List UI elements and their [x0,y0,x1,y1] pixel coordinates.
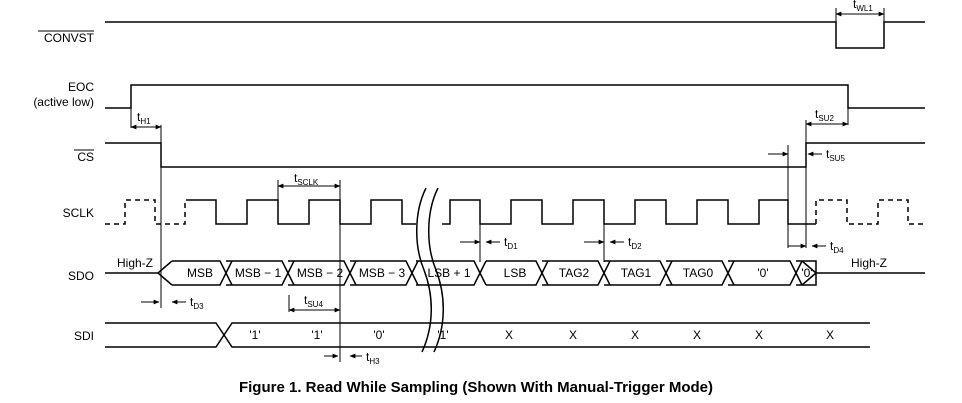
sclk-timing-label: tSCLK [294,171,319,187]
sdo-bus-first-opening [157,260,173,286]
sdo-cell-outline [350,260,419,286]
sdo-cell-outline [486,260,549,286]
sdi-cell-label: X [693,328,701,342]
sdo-hiz-left-label: High-Z [117,256,153,270]
sdo-cell-outline [172,260,233,286]
sdi-cell-label: X [569,328,577,342]
sdo-cell-label: TAG1 [621,266,652,280]
eoc-waveform [105,84,925,109]
sdi-bus-rail-b [105,322,870,348]
sdo-cell-label: TAG2 [559,266,590,280]
sdi-cell-label: X [631,328,639,342]
sclk-solid-right [442,199,816,225]
sclk-label: SCLK [63,206,94,220]
sdo-bus-last-closing [801,260,817,286]
sdo-cell-outline [604,260,673,286]
sclk-dashed-left [105,199,186,225]
sdo-label: SDO [68,269,94,283]
sdi-bus-rail-a [105,322,870,348]
break-mark-right [428,187,444,353]
break-mark-left [416,187,432,353]
sdi-cell-label: '0' [373,328,384,342]
h3-timing-label: tH3 [366,350,380,366]
sdi-label: SDI [74,329,94,343]
sdo-cell-label: LSB [504,266,527,280]
sdo-cell-label: MSB − 1 [235,266,282,280]
sdo-cell-outline [666,260,735,286]
sdi-cells: '1' '1' '0' '1' X X X X X X [105,322,870,348]
su5-timing-label: tSU5 [826,147,845,163]
sdo-cell-outline [288,260,357,286]
sdo-cell-label: MSB − 3 [359,266,406,280]
eoc-label: EOC [68,80,94,94]
d2-timing-label: tD2 [628,235,642,251]
sdo-cell-label: MSB − 2 [297,266,344,280]
sdi-cell-label: '1' [311,328,322,342]
sdo-cell-outline [542,260,611,286]
convst-waveform [105,21,925,49]
sdo-hiz-right-label: High-Z [851,256,887,270]
sdo-cell-outline [416,260,487,286]
eoc-note-label: (active low) [33,95,94,109]
sdo-cell-label: '0' [757,266,768,280]
sclk-solid-left [186,199,416,225]
convst-label: CONVST [44,31,95,45]
sclk-dashed-right [815,199,925,225]
sdo-cell-label: LSB + 1 [427,266,470,280]
sdo-cell-outline [728,260,803,286]
sdi-cell-label: X [826,328,834,342]
sdo-cell-label: '0' [801,266,812,280]
sdi-cell-label: '1' [437,328,448,342]
sdi-cell-label: '1' [249,328,260,342]
sdo-cell-outline [226,260,295,286]
sdo-cells: MSB MSB − 1 MSB − 2 MSB − 3 LSB + 1 LSB TAG2 TA… [172,260,817,286]
su2-timing-label: tSU2 [815,107,834,123]
sdo-cell-label: TAG0 [683,266,714,280]
figure-caption: Figure 1. Read While Sampling (Shown Wit… [239,379,713,396]
d1-timing-label: tD1 [504,235,518,251]
wl1-timing-label: tWL1 [853,0,873,13]
d3-timing-label: tD3 [190,295,204,311]
h1-timing-label: tH1 [137,110,151,126]
sdi-cell-label: X [505,328,513,342]
sdo-cell-label: MSB [187,266,213,280]
cs-waveform [105,142,925,168]
d4-timing-label: tD4 [830,239,844,255]
su4-timing-label: tSU4 [304,293,323,309]
cs-label: CS [77,150,94,164]
sdi-cell-label: X [755,328,763,342]
